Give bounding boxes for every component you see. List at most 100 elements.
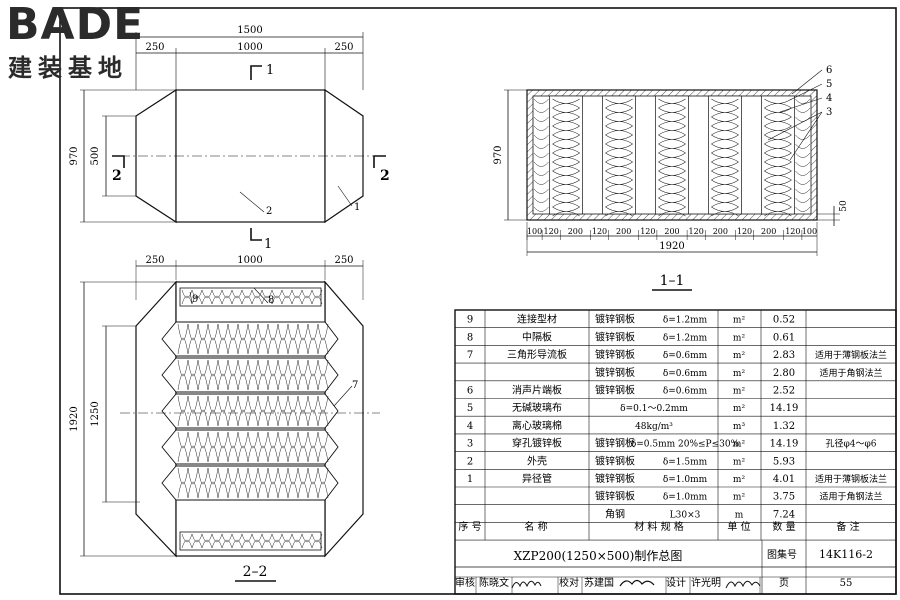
row-no: 8 <box>467 332 473 343</box>
dim-seg-200: 200 <box>761 227 776 236</box>
leader-5: 5 <box>826 79 832 90</box>
atlas-number: 14K116-2 <box>819 548 873 561</box>
row-unit: m³ <box>733 422 746 432</box>
check-signature <box>619 579 655 587</box>
row-remark: 孔径φ4～φ6 <box>825 438 876 450</box>
dim-1000: 1000 <box>237 42 262 53</box>
sign-design-name: 许光明 <box>691 576 721 589</box>
dim-seg-200: 200 <box>568 227 583 236</box>
header-qty: 数 量 <box>772 520 795 533</box>
row-qty: 3.75 <box>773 492 795 503</box>
row-spec: δ=0.6mm <box>663 387 708 397</box>
row-spec: δ=0.1～0.2mm <box>620 404 688 414</box>
row-name: 穿孔镀锌板 <box>512 437 562 450</box>
row-name: 三角形导流板 <box>507 348 567 361</box>
row-name: 异径管 <box>522 472 552 485</box>
baffle-panel <box>708 95 742 215</box>
row-spec: 48kg/m³ <box>635 422 673 432</box>
leader-4: 4 <box>826 93 832 104</box>
row-qty: 1.32 <box>773 421 795 432</box>
dim-970-section: 970 <box>493 145 504 164</box>
leader-8: 8 <box>268 295 274 306</box>
row-unit: m² <box>733 475 746 485</box>
logo-brand: BADE <box>6 0 145 50</box>
row-material: 镀锌钢板 <box>595 313 635 326</box>
section-mark-1-bottom: 1 <box>264 237 272 252</box>
elevation-view: 1500 250 1000 250 970 500 1 1 2 2 2 <box>69 25 390 252</box>
row-remark: 适用于薄钢板法兰 <box>815 473 887 485</box>
row-no: 7 <box>467 350 473 361</box>
drawing-title: XZP200(1250×500)制作总图 <box>514 549 683 563</box>
row-no: 5 <box>467 403 473 414</box>
row-no: 3 <box>467 439 473 450</box>
row-material: 镀锌钢板 <box>595 384 635 397</box>
row-no: 9 <box>467 315 473 326</box>
view-label-2-2: 2–2 <box>243 564 268 580</box>
row-material: 镀锌钢板 <box>595 348 635 361</box>
hex-baffle <box>161 393 339 429</box>
hex-baffle <box>161 465 339 501</box>
row-spec: δ=0.6mm <box>663 369 708 379</box>
design-signature <box>725 580 761 589</box>
row-qty: 4.01 <box>773 474 795 485</box>
dim-seg-200: 200 <box>713 227 728 236</box>
row-qty: 0.52 <box>773 315 795 326</box>
row-material: 镀锌钢板 <box>595 330 635 343</box>
row-name: 离心玻璃棉 <box>512 419 562 432</box>
sign-check-label: 校对 <box>559 576 579 589</box>
dim-250-left-22: 250 <box>145 255 164 266</box>
row-name: 无碱玻璃布 <box>512 401 562 414</box>
dim-seg-200: 200 <box>664 227 679 236</box>
logo-subtitle: 建装基地 <box>8 54 128 82</box>
row-remark: 适用于角钢法兰 <box>819 367 882 379</box>
leader-9: 9 <box>192 294 198 305</box>
dim-1500: 1500 <box>237 25 262 36</box>
row-unit: m² <box>733 493 746 503</box>
row-unit: m² <box>733 404 746 414</box>
section-mark-2-right: 2 <box>380 168 390 184</box>
view-label-1-1: 1–1 <box>660 273 685 289</box>
row-unit: m² <box>733 457 746 467</box>
section-mark-2-left: 2 <box>112 168 122 184</box>
dim-seg-200: 200 <box>616 227 631 236</box>
sign-review-name: 陈晓文 <box>479 576 509 589</box>
header-spec: 材 料 规 格 <box>634 520 684 533</box>
sign-review-label: 审核 <box>455 576 475 589</box>
leader-7: 7 <box>352 380 358 391</box>
review-signature <box>511 580 542 589</box>
dim-50: 50 <box>839 200 849 212</box>
baffle-panel <box>549 95 583 215</box>
row-material: 镀锌钢板 <box>595 366 635 379</box>
dim-250-right-22: 250 <box>334 255 353 266</box>
dim-250-right: 250 <box>334 42 353 53</box>
row-no: 1 <box>467 474 473 485</box>
row-unit: m² <box>733 333 746 343</box>
row-unit: m² <box>733 387 746 397</box>
dim-seg-100: 100 <box>527 227 542 236</box>
row-spec: δ=1.0mm <box>663 475 708 485</box>
row-spec: δ=1.2mm <box>663 333 708 343</box>
row-name: 消声片端板 <box>512 384 562 397</box>
header-unit: 单 位 <box>727 520 750 533</box>
dim-1000-22: 1000 <box>237 255 262 266</box>
row-name: 中隔板 <box>522 330 552 343</box>
header-remark: 备 注 <box>836 520 859 533</box>
baffle-panel <box>602 95 636 215</box>
row-name: 连接型材 <box>517 313 557 326</box>
hex-baffle <box>161 429 339 465</box>
row-unit: m <box>735 510 744 520</box>
row-unit: m² <box>733 369 746 379</box>
row-qty: 0.61 <box>773 332 795 343</box>
dim-1920-section: 1920 <box>659 241 684 252</box>
baffle-panel <box>761 95 795 215</box>
row-material: 镀锌钢板 <box>595 490 635 503</box>
row-name: 外壳 <box>527 454 547 467</box>
row-qty: 2.80 <box>773 368 795 379</box>
row-material: 镀锌钢板 <box>595 437 635 450</box>
row-spec: δ=1.2mm <box>663 316 708 326</box>
row-material: 角钢 <box>605 507 625 520</box>
sign-design-label: 设计 <box>666 576 686 589</box>
bade-logo: BADE 建装基地 <box>6 2 196 86</box>
